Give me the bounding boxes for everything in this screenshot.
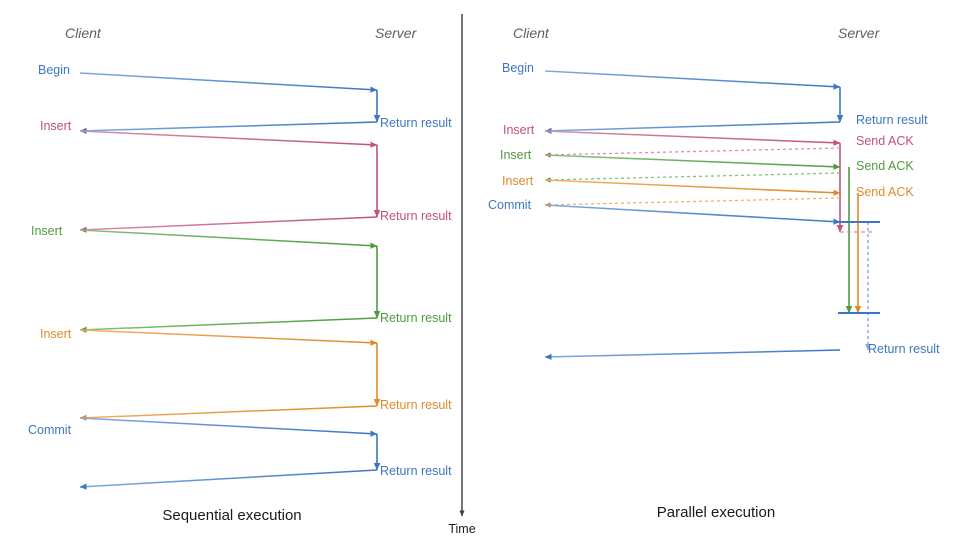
message-label-seq-ret4: Return result [380,398,452,412]
message-label-seq-ret1: Return result [380,116,452,130]
message-arrow-par-insert1 [544,130,841,146]
message-label-par-insert2: Insert [500,148,532,162]
message-arrow-seq-insert3 [79,329,378,346]
message-arrow-seq-ret2 [79,216,378,233]
message-arrow-seq-ret4 [79,405,378,421]
message-label-seq-ret5: Return result [380,464,452,478]
message-label-seq-insert2: Insert [31,224,63,238]
message-label-par-ack3: Send ACK [856,185,914,199]
message-label-seq-insert3: Insert [40,327,72,341]
message-arrow-par-insert3 [544,179,841,196]
message-arrow-seq-begin [79,72,378,93]
message-label-seq-ret2: Return result [380,209,452,223]
message-arrow-seq-commit [79,417,378,437]
lane-header-server: Server [375,25,418,41]
message-label-seq-insert1: Insert [40,119,72,133]
message-arrow-par-ack2 [544,172,841,183]
lane-header-client: Client [513,25,550,41]
message-arrow-par-ret1 [544,121,841,134]
message-arrow-seq-ret1 [79,121,378,134]
message-label-par-commit: Commit [488,198,532,212]
message-arrow-par-insert2 [544,154,841,170]
message-label-par-insert3: Insert [502,174,534,188]
panel-caption-parallel: Parallel execution [657,504,775,521]
time-axis-label: Time [448,522,475,536]
lane-header-client: Client [65,25,102,41]
message-label-par-ack1: Send ACK [856,134,914,148]
message-arrow-par-commit [544,204,841,225]
message-arrow-seq-insert1 [79,130,378,148]
message-label-seq-ret3: Return result [380,311,452,325]
message-arrow-par-ret2 [544,349,841,360]
time-axis-layer: Time [448,14,476,536]
message-arrow-seq-ret3 [79,317,378,333]
lane-header-server: Server [838,25,881,41]
message-arrow-par-ack1 [544,147,841,158]
message-arrow-seq-insert2 [79,229,378,249]
panel-caption-sequential: Sequential execution [162,507,301,524]
message-label-seq-begin: Begin [38,63,70,77]
message-label-par-begin: Begin [502,61,534,75]
message-label-seq-commit: Commit [28,423,72,437]
message-label-par-ret1: Return result [856,113,928,127]
message-arrow-par-begin [544,70,841,90]
message-label-par-ret2: Return result [868,342,940,356]
message-label-par-ack2: Send ACK [856,159,914,173]
message-arrow-par-ack3 [544,197,841,208]
message-arrow-seq-ret5 [79,469,378,490]
message-label-par-insert1: Insert [503,123,535,137]
